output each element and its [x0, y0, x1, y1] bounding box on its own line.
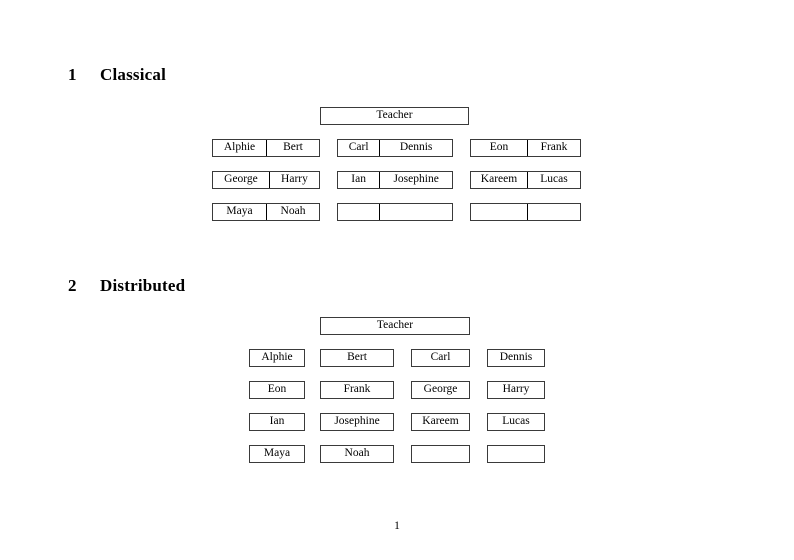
seat-box[interactable] [411, 445, 470, 463]
section-number: 2 [68, 276, 77, 295]
seat-cell[interactable]: Carl [348, 141, 369, 154]
seat-pair-row[interactable] [337, 203, 453, 221]
seat-cell[interactable]: Eon [489, 141, 509, 154]
seat-box[interactable]: Carl [411, 349, 470, 367]
page-number: 1 [394, 520, 400, 532]
section-title: Distributed [100, 276, 186, 295]
section-number: 1 [68, 65, 77, 84]
seat-pair-row[interactable]: Alphie Bert [212, 139, 320, 157]
teacher-box-distributed[interactable]: Teacher [320, 317, 470, 335]
seat-cell[interactable]: Josephine [379, 172, 452, 188]
seat-box[interactable]: Dennis [487, 349, 545, 367]
seat-pair-row[interactable]: George Harry [212, 171, 320, 189]
seat-box[interactable]: Josephine [320, 413, 394, 431]
seat-cell[interactable]: Noah [265, 204, 319, 220]
seat-cell[interactable] [379, 204, 452, 220]
seat-cell[interactable]: Bert [265, 140, 319, 156]
seat-box[interactable]: Noah [320, 445, 394, 463]
section-heading-distributed: 2 Distributed [68, 276, 185, 296]
seat-box[interactable]: Eon [249, 381, 305, 399]
seat-cell[interactable]: George [224, 173, 258, 186]
seat-box[interactable]: Lucas [487, 413, 545, 431]
seat-box[interactable] [487, 445, 545, 463]
seat-pair-row[interactable]: Ian Josephine [337, 171, 453, 189]
seat-box[interactable]: Kareem [411, 413, 470, 431]
seat-pair-row[interactable]: Kareem Lucas [470, 171, 581, 189]
seat-cell[interactable]: Lucas [526, 172, 580, 188]
seat-box[interactable]: George [411, 381, 470, 399]
seat-pair-row[interactable]: Carl Dennis [337, 139, 453, 157]
seat-box[interactable]: Harry [487, 381, 545, 399]
seat-cell[interactable]: Frank [526, 140, 580, 156]
seat-cell[interactable] [338, 204, 379, 220]
seat-cell[interactable] [526, 204, 580, 220]
seat-pair-row[interactable]: Maya Noah [212, 203, 320, 221]
seat-cell[interactable]: Dennis [379, 140, 452, 156]
seat-cell[interactable] [471, 204, 527, 220]
section-heading-classical: 1 Classical [68, 65, 166, 85]
teacher-box-classical[interactable]: Teacher [320, 107, 469, 125]
seat-pair-row[interactable] [470, 203, 581, 221]
seat-cell[interactable]: Harry [268, 172, 319, 188]
seat-cell[interactable]: Alphie [223, 141, 256, 154]
seat-box[interactable]: Maya [249, 445, 305, 463]
section-title: Classical [100, 65, 167, 84]
seat-box[interactable]: Ian [249, 413, 305, 431]
seat-box[interactable]: Alphie [249, 349, 305, 367]
seat-pair-row[interactable]: Eon Frank [470, 139, 581, 157]
seat-cell[interactable]: Maya [226, 205, 253, 218]
seat-box[interactable]: Frank [320, 381, 394, 399]
seat-cell[interactable]: Kareem [480, 173, 518, 186]
seat-cell[interactable]: Ian [351, 173, 366, 186]
seat-box[interactable]: Bert [320, 349, 394, 367]
